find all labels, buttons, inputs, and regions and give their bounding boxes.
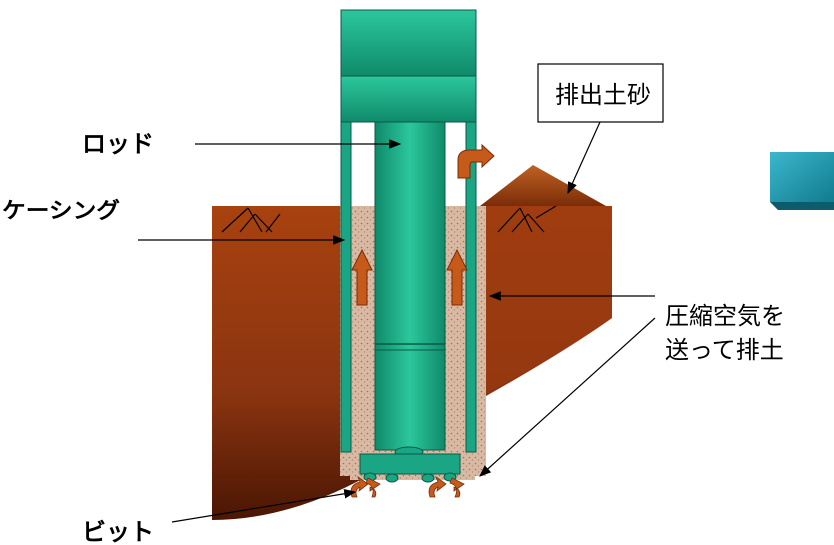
bit (359, 453, 461, 475)
discharged-soil-label: 排出土砂 (555, 81, 651, 109)
up-arrow-icon (351, 248, 373, 306)
compressed-air-label-line1: 圧縮空気を (665, 302, 785, 330)
bit-teeth (363, 472, 457, 483)
bit-swirl-right (428, 475, 465, 498)
up-arrow-icon (446, 248, 468, 306)
discharged-soil-mound (480, 165, 606, 206)
compressed-air-label-line2: 送って排土 (665, 336, 784, 364)
side-block (770, 152, 834, 210)
casing-label: ケーシング (2, 198, 120, 224)
soil-leader (567, 121, 601, 195)
ground-tuft-left (221, 207, 281, 233)
rod-label: ロッド (82, 130, 154, 158)
ground-shade (482, 206, 612, 395)
drive-head-lower (340, 75, 477, 123)
discharged-soil-box (537, 63, 664, 123)
bit-leader (171, 489, 357, 523)
air-leader-2 (479, 317, 656, 477)
bit-label: ビット (82, 518, 154, 545)
drive-head-upper (340, 9, 477, 77)
casing-left-wall (340, 121, 352, 453)
ground-tuft-right (497, 205, 557, 233)
curved-arrow-icon (457, 143, 495, 179)
rod (374, 119, 446, 451)
